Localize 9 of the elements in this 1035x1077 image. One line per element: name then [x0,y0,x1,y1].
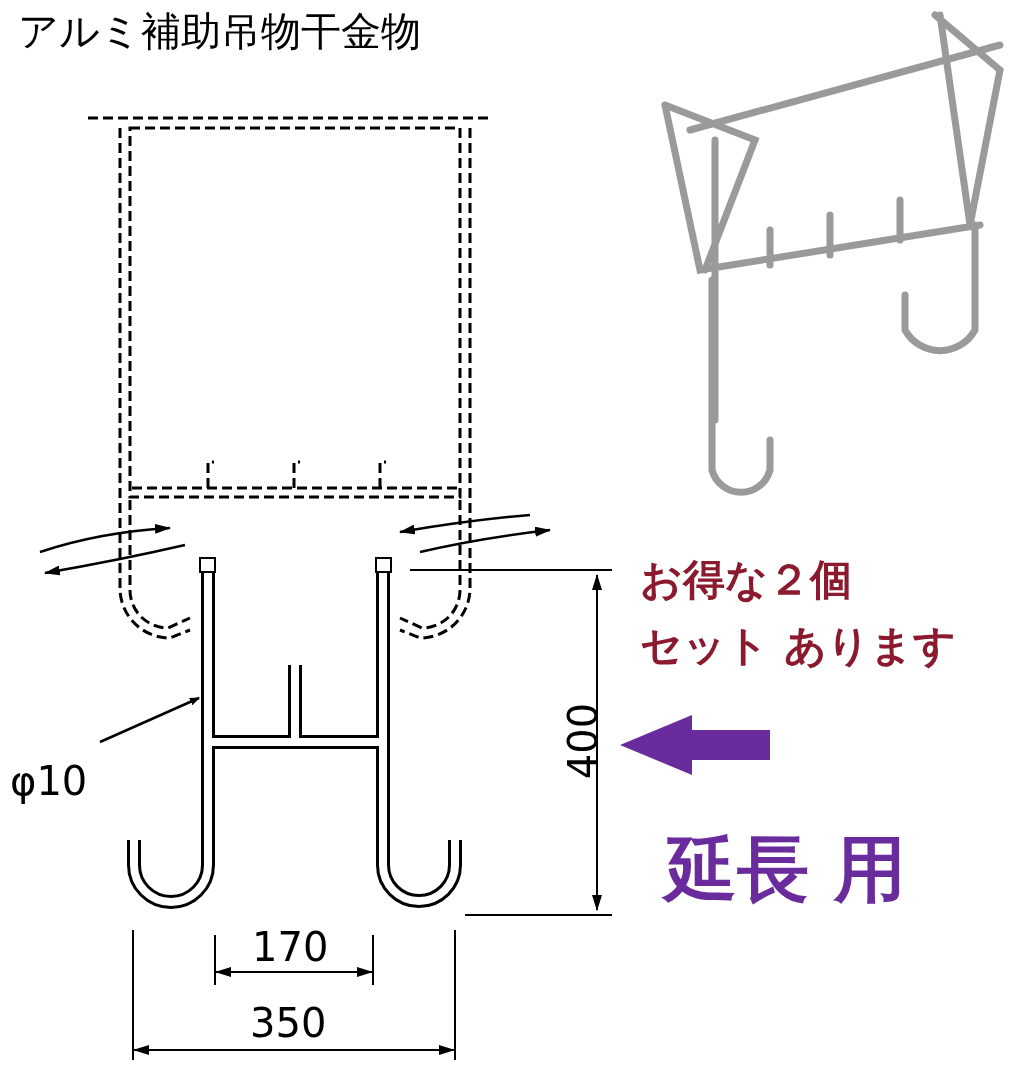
dimension-label: 170 [252,924,329,970]
dimension-label: 400 [560,702,607,780]
dimension-label: φ10 [10,758,88,804]
hanger-drawing [127,557,462,909]
dimension-label: 350 [250,1000,327,1046]
promo-note: セット あります [640,622,956,671]
promo-note: お得な２個 [640,556,852,605]
title: アルミ補助吊物干金物 [18,8,421,54]
leader-line [99,696,200,744]
